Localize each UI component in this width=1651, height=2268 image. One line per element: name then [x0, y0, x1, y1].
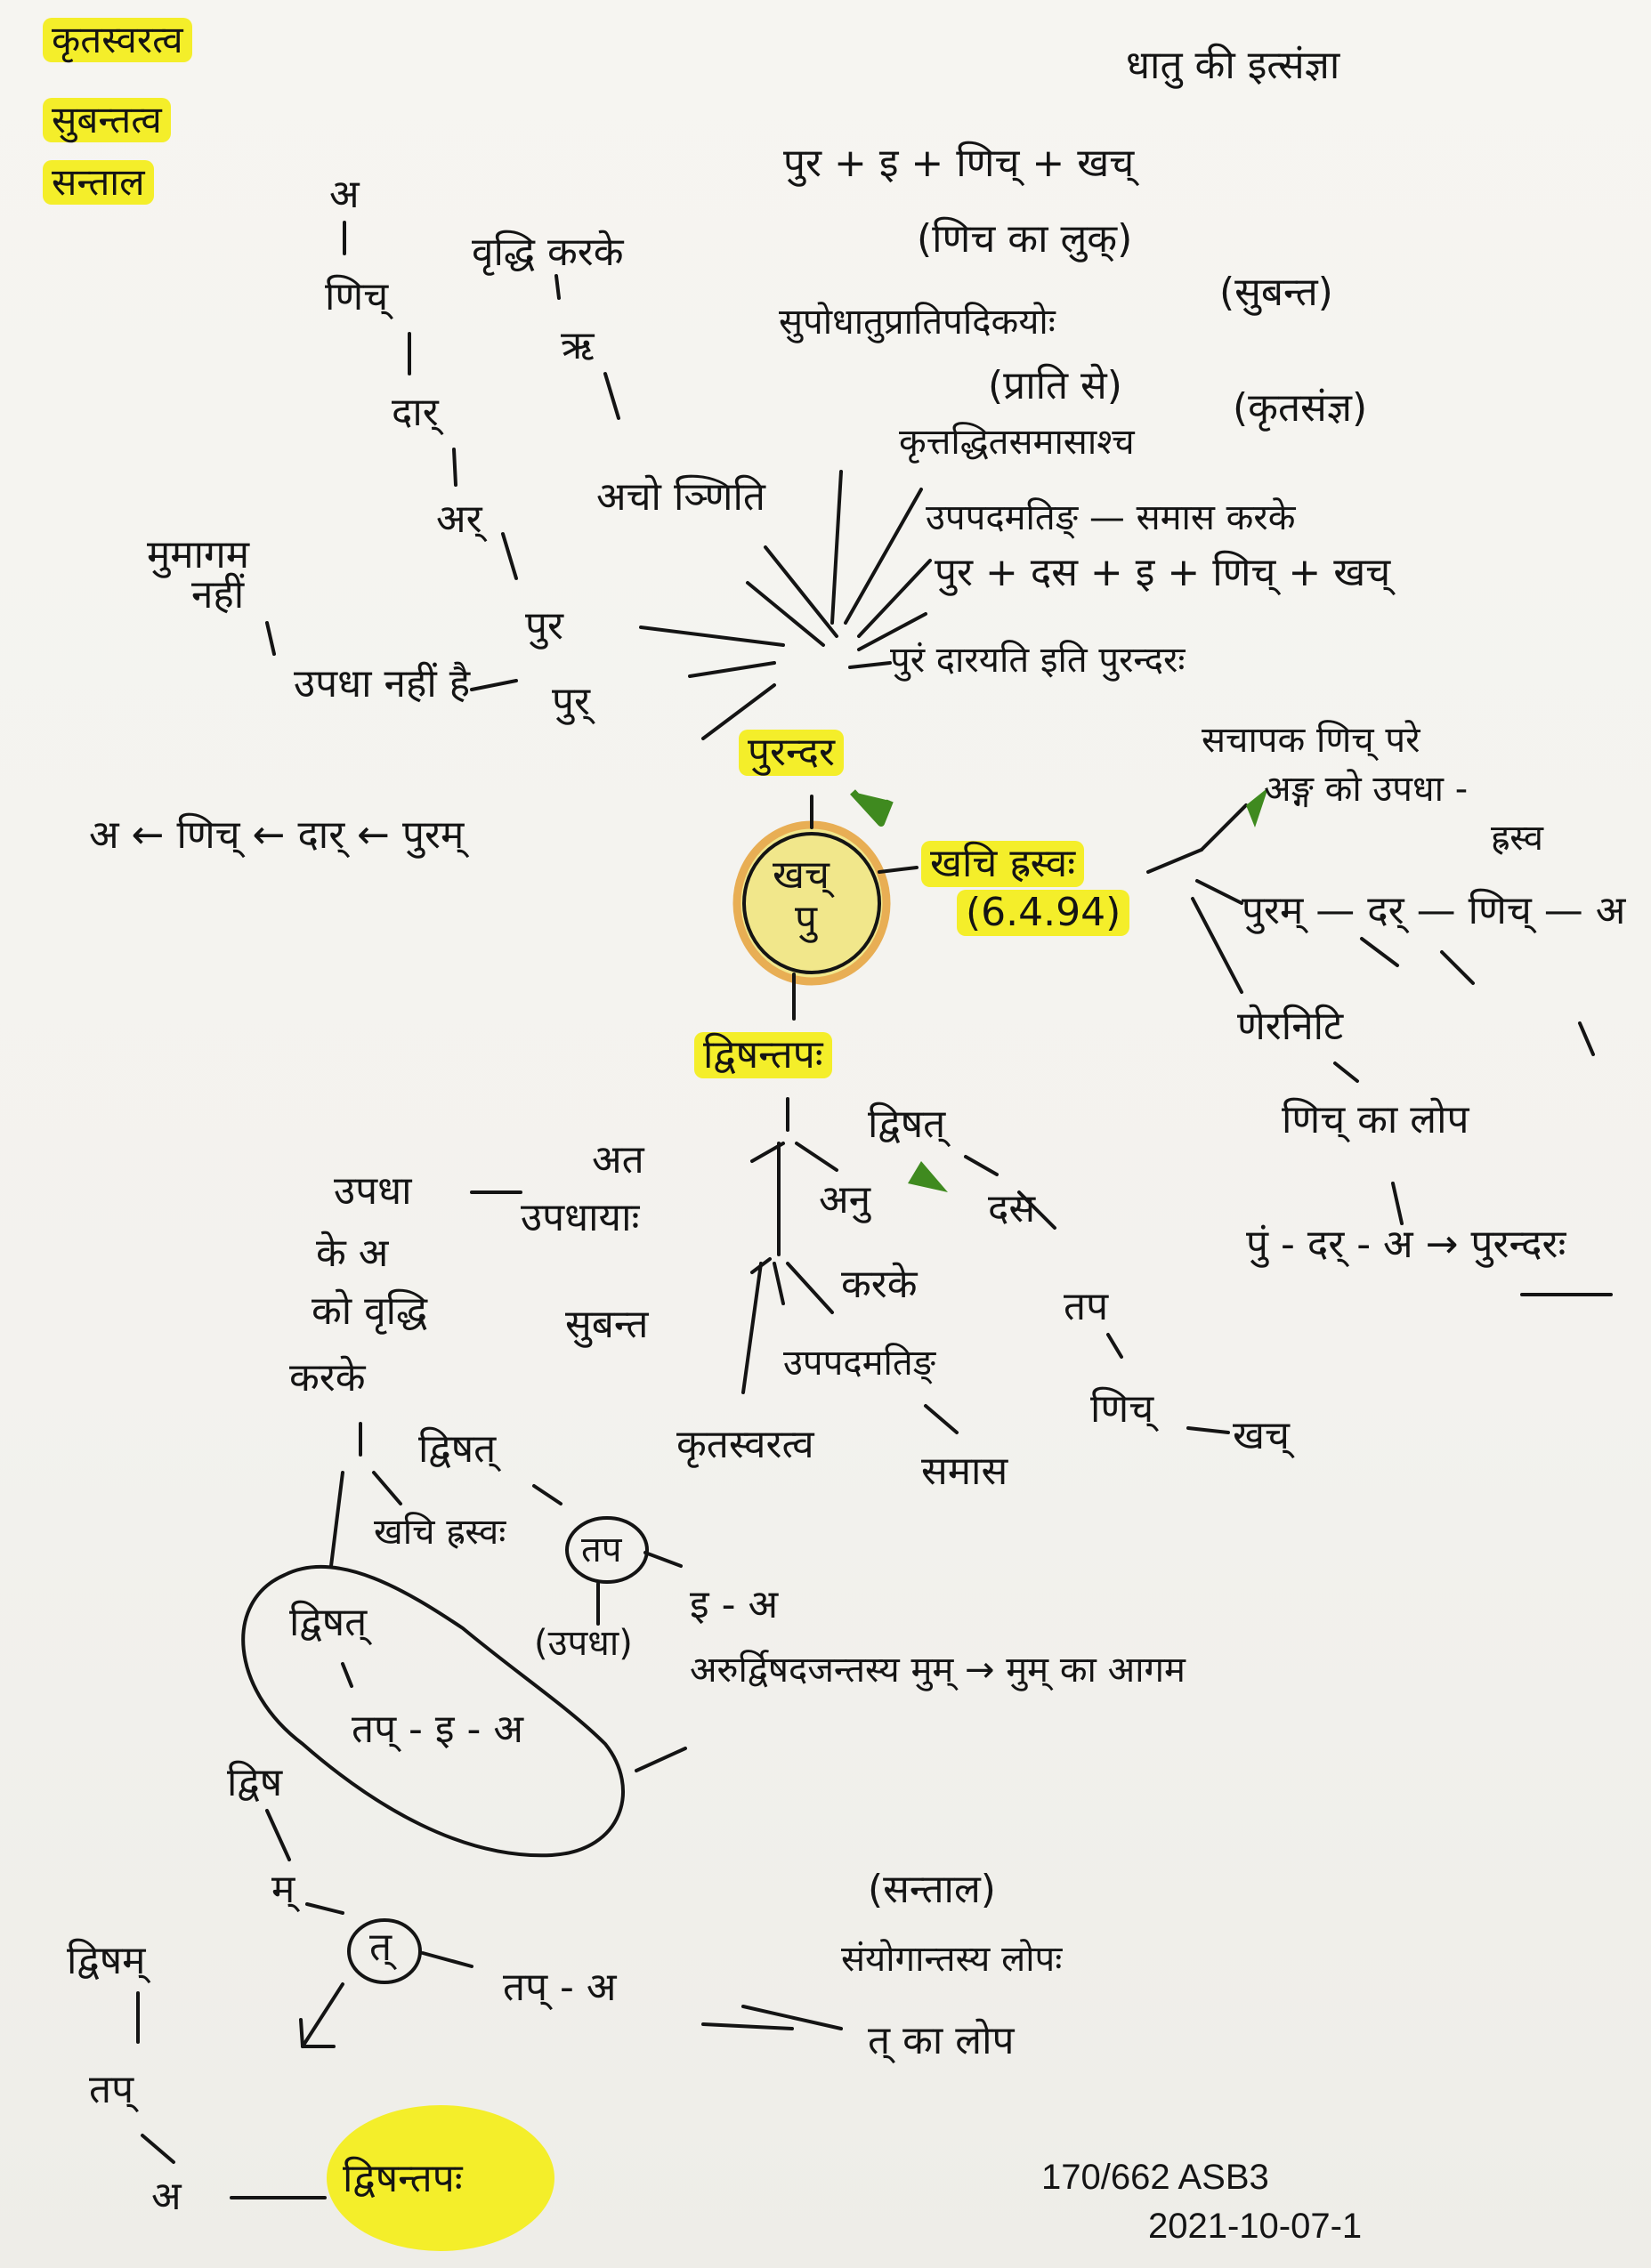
- node-aco: अचो ञ्णिति: [596, 474, 765, 520]
- paren-krt: (कृतसंज्ञ): [1233, 385, 1368, 431]
- t-circle: [347, 1918, 422, 1984]
- date-stamp: 2021-10-07-1: [1148, 2207, 1363, 2246]
- paren-nic-luk: (णिच का लुक्): [917, 216, 1133, 262]
- node-musagama: मुमागम: [147, 532, 250, 577]
- circle-tap: तप: [581, 1529, 622, 1570]
- paren-subanta: (सुबन्त): [1219, 270, 1333, 315]
- circle-pu: पु: [795, 897, 817, 942]
- node-khac-lower: खच्: [1233, 1413, 1290, 1458]
- node-m: म्: [271, 1867, 295, 1912]
- node-nahi: नहीं: [191, 572, 245, 617]
- node-upadha-paren: (उपधा): [534, 1623, 633, 1664]
- node-tap: तप: [1064, 1284, 1109, 1329]
- title-dvisantapah: द्विषन्तपः: [694, 1032, 832, 1079]
- node-upadhayah: उपधायाः: [521, 1195, 640, 1240]
- tag-subanta: सुबन्तत्व: [43, 98, 171, 143]
- final-purandarah: पुं - दर् - अ → पुरन्दरः: [1246, 1222, 1566, 1267]
- node-anu: अनु: [819, 1177, 871, 1223]
- chain-puram: पुरम् — दर् — णिच् — अ: [1242, 888, 1626, 933]
- node-dvisat-bottom: द्विषत्: [418, 1426, 497, 1472]
- node-pur1: पुर: [525, 603, 563, 649]
- bottom-blob-highlight: [327, 2105, 554, 2251]
- green-arrow-lower: [908, 1161, 948, 1192]
- rule-samyoga: संयोगान्तस्य लोपः: [841, 1939, 1063, 1980]
- rule-khaci-hrasvah: खचि ह्रस्वः: [921, 841, 1085, 888]
- tag-santala: सन्ताल: [43, 160, 154, 206]
- blob-dvisat: द्विषत्: [289, 1600, 368, 1645]
- node-nic-lower: णिच्: [1090, 1386, 1154, 1432]
- node-upapadam: उपपदमतिङ्: [783, 1343, 936, 1384]
- chain-left: अ ← णिच् ← दार् ← पुरम्: [89, 812, 465, 858]
- rule-number: (6.4.94): [957, 890, 1130, 937]
- note-hrasva: ह्रस्व: [1491, 818, 1544, 859]
- eq-second: पुर + दस + इ + णिच् + खच्: [935, 550, 1391, 595]
- node-r: ऋ: [561, 323, 595, 368]
- final-dvisantapah: द्विषन्तपः: [343, 2156, 463, 2201]
- node-dasa: दस: [988, 1186, 1036, 1231]
- circle-t: त्: [369, 1925, 393, 1970]
- node-vrddhi: वृद्धि करके: [472, 230, 624, 275]
- node-upadha-nahi: उपधा नहीं है: [294, 661, 471, 706]
- node-ke-a: के अ: [316, 1231, 389, 1276]
- reference-code: 170/662 ASB3: [1041, 2158, 1269, 2197]
- tag-krtsvara: कृतस्वरत्व: [43, 18, 192, 63]
- node-samasa: समास: [921, 1449, 1008, 1494]
- node-t-lopa: त् का लोप: [868, 2018, 1015, 2063]
- green-arrow-top: [850, 789, 894, 827]
- node-pur2: पुर्: [552, 679, 590, 724]
- rule-krttaddhita: कृत्तद्धितसमासाश्च: [899, 422, 1135, 463]
- node-nic-lopa: णिच् का लोप: [1282, 1097, 1469, 1142]
- paren-santala: (सन्ताल): [868, 1867, 996, 1912]
- center-circle: [742, 832, 881, 974]
- node-a-bottom: अ: [151, 2174, 182, 2219]
- rule-mum: अरुर्द्विषदजन्तस्य मुम् → मुम् का आगम: [690, 1650, 1186, 1691]
- node-khaci-hrasvah: खचि ह्रस्वः: [374, 1512, 506, 1553]
- node-i-a: इ - अ: [690, 1582, 779, 1627]
- node-dvisam: द्विषम्: [67, 1938, 146, 1983]
- node-krtsvara: कृतस्वरत्व: [676, 1422, 814, 1467]
- node-nernit: णेरनिटि: [1237, 1004, 1344, 1049]
- note-nic-pare: सचापक णिच् परे: [1202, 720, 1420, 761]
- node-tap-a: तप् - अ: [503, 1965, 617, 2010]
- node-karke-left: करके: [289, 1355, 366, 1400]
- node-subanta: सुबन्त: [565, 1302, 649, 1347]
- node-ar: अर्: [436, 496, 482, 542]
- node-tap-bottom: तप्: [89, 2067, 134, 2112]
- node-ko-vrddhi: को वृद्धि: [312, 1288, 428, 1334]
- node-a-top: अ: [329, 172, 360, 217]
- note-dhatu-itsamjna: धातु की इत्संज्ञा: [1126, 43, 1340, 88]
- note-anga-upadha: अङ्ग को उपधा -: [1264, 769, 1469, 810]
- node-upadha: उपधा: [334, 1168, 412, 1214]
- eq-top: पुर + इ + णिच् + खच्: [783, 141, 1135, 186]
- node-karke-center: करके: [841, 1262, 918, 1307]
- circle-khac: खच्: [773, 852, 830, 898]
- node-dvisa: द्विष: [227, 1760, 283, 1805]
- rule-upapada: उपपदमतिङ् — समास करके: [926, 497, 1296, 538]
- node-dar: दार्: [392, 390, 439, 435]
- node-nic: णिच्: [325, 274, 389, 319]
- node-ata: अत: [592, 1137, 644, 1182]
- paren-prati: (प्राति से): [988, 363, 1122, 408]
- green-arrow-right: [1246, 787, 1268, 827]
- node-dvisat: द्विषत्: [868, 1102, 946, 1147]
- result-sentence: पुरं दारयति इति पुरन्दरः: [890, 640, 1186, 681]
- word-purandara: पुरन्दर: [739, 730, 844, 777]
- blob-chain: तप् - इ - अ: [352, 1707, 523, 1752]
- rule-supodhatu: सुपोधातुप्रातिपदिकयोः: [779, 302, 1056, 343]
